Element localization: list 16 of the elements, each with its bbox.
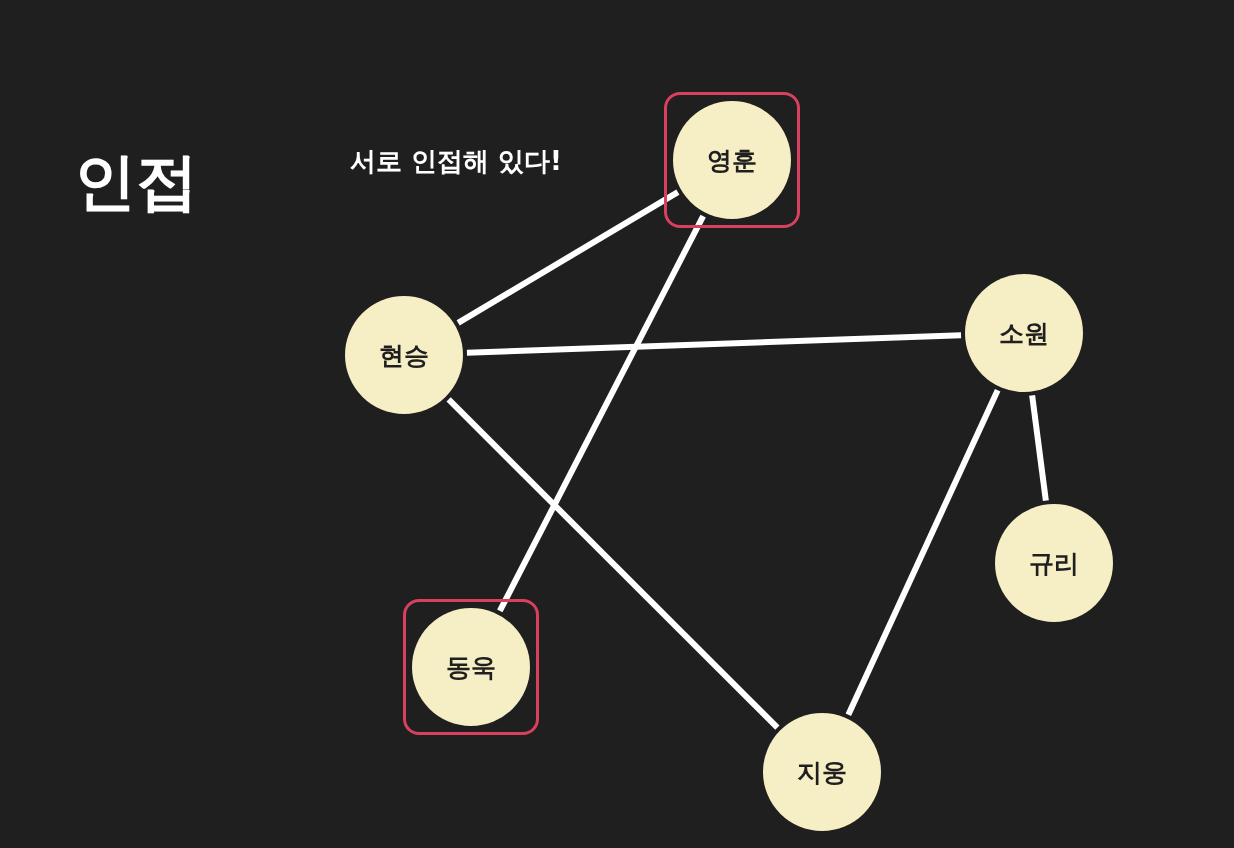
- vertex-circle: 영훈: [673, 101, 791, 219]
- highlight-frame: [664, 92, 800, 228]
- vertex-circle: 현승: [345, 296, 463, 414]
- edge-line: [845, 388, 1001, 717]
- edge-line: [456, 189, 680, 326]
- title: 인접: [74, 144, 198, 220]
- vertex-circle: 지웅: [763, 713, 881, 831]
- edge-line: [497, 214, 706, 613]
- vertex-circle: 동욱: [412, 608, 530, 726]
- vertex-circle: 규리: [995, 504, 1113, 622]
- vertex-circle: 소원: [965, 274, 1083, 392]
- edge-line: [446, 397, 780, 730]
- edge-line: [466, 332, 962, 356]
- highlight-frame: [403, 599, 539, 735]
- edge-line: [1029, 395, 1049, 501]
- note-text: 서로 인접해 있다!: [350, 145, 562, 178]
